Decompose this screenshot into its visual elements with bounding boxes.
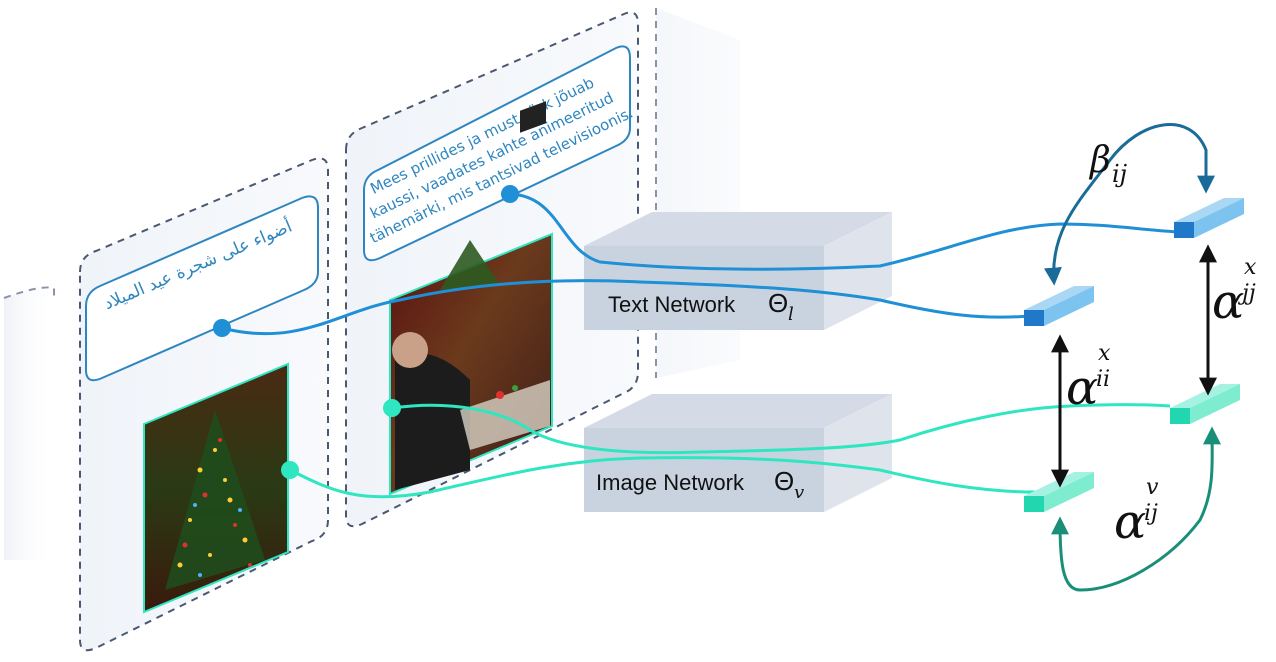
alpha-v-subscript: ij [1144, 501, 1158, 526]
flow-man-to-image-embedding [391, 403, 1171, 455]
man-with-glasses-photo [389, 101, 553, 496]
text-network-theta-sub: l [788, 304, 794, 325]
alpha-v-symbol: α [1114, 494, 1146, 550]
text-network-theta: Θ [768, 288, 788, 318]
alpha-ii-symbol: α [1066, 360, 1098, 416]
connection-dots [213, 185, 519, 479]
dot-arabic-caption [213, 319, 231, 337]
image-network-box: Image Network Θ v [584, 394, 892, 512]
dot-tree-photo [281, 461, 299, 479]
alpha-jj-symbol: α [1212, 274, 1244, 330]
alpha-v-superscript: v [1146, 475, 1159, 500]
flow-arabic-to-text-embedding [221, 279, 1031, 336]
sample-panel-1: أضواء على شجرة عيد الميلاد [79, 157, 329, 652]
alpha-ii-subscript: ii [1096, 367, 1110, 392]
beta-symbol: β [1088, 140, 1111, 181]
christmas-tree-photo [143, 362, 289, 614]
dot-man-photo [383, 399, 401, 417]
image-stream-flows [289, 403, 1171, 499]
sample-panel-2: Mees prillides ja must särk jõuab kaussi… [345, 11, 639, 528]
dot-estonian-caption [501, 185, 519, 203]
alpha-jj-superscript: x [1244, 255, 1257, 280]
text-embedding-i [1024, 286, 1094, 326]
image-network-theta: Θ [774, 466, 794, 496]
relation-arrows [1043, 123, 1222, 592]
alpha-v-arrow [1051, 426, 1222, 592]
image-network-theta-sub: v [794, 482, 804, 503]
relation-labels: β ij α x ii α x jj α v ij [1066, 140, 1257, 550]
flow-tree-to-image-embedding [289, 456, 1037, 499]
text-embedding-j [1174, 198, 1244, 238]
image-embedding-j [1170, 384, 1240, 424]
alpha-jj-subscript: jj [1237, 281, 1256, 306]
alpha-ii-superscript: x [1098, 341, 1111, 366]
panel-far-left [4, 282, 54, 560]
beta-subscript: ij [1112, 160, 1128, 188]
text-network-box: Text Network Θ l [584, 212, 892, 330]
beta-arrow [1043, 123, 1215, 286]
text-network-label: Text Network [608, 292, 736, 317]
image-network-label: Image Network [596, 470, 745, 495]
